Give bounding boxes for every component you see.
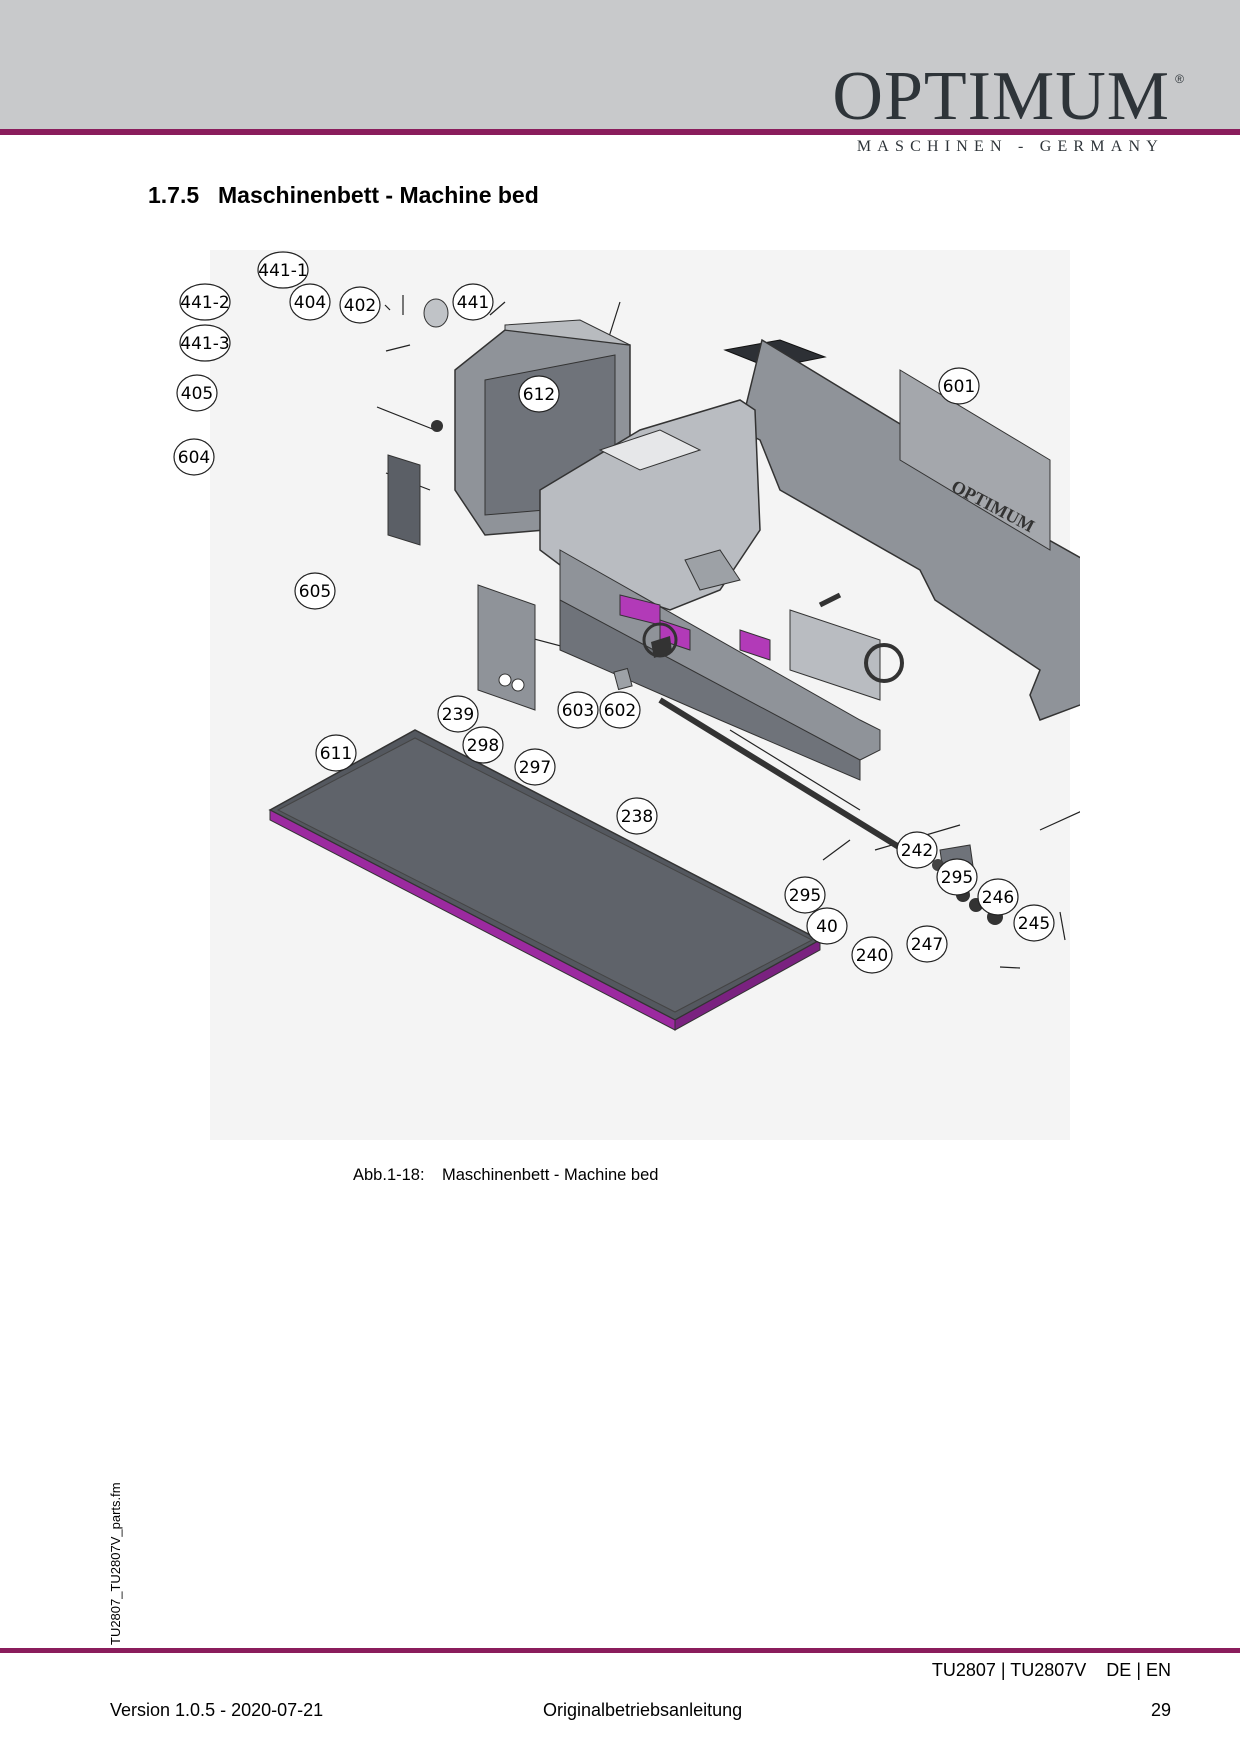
control-panel-605 (477, 584, 536, 711)
callout-238: 238 (616, 797, 658, 835)
section-title: Maschinenbett - Machine bed (218, 182, 539, 208)
lathe-body (539, 399, 904, 781)
callout-295: 295 (784, 876, 826, 914)
callout-441: 441 (452, 283, 494, 321)
callout-label: 245 (1018, 914, 1050, 934)
callout-612: 612 (518, 375, 560, 413)
callout-247: 247 (906, 925, 948, 963)
callout-298: 298 (462, 726, 504, 764)
callout-label: 246 (982, 888, 1014, 908)
callout-441-1: 441-1 (257, 251, 309, 289)
plate-604 (387, 454, 421, 546)
callout-605: 605 (294, 572, 336, 610)
callout-246: 246 (977, 878, 1019, 916)
callout-label: 242 (901, 841, 933, 861)
callout-611: 611 (315, 734, 357, 772)
side-filename: TU2807_TU2807V_parts.fm (108, 1482, 123, 1645)
figure-caption: Abb.1-18: Maschinenbett - Machine bed (353, 1166, 658, 1185)
callout-label: 405 (181, 384, 213, 404)
callout-402: 402 (339, 286, 381, 324)
callout-label: 247 (911, 935, 943, 955)
callout-405: 405 (176, 374, 218, 412)
callout-label: 239 (442, 705, 474, 725)
callout-label: 441-1 (258, 261, 307, 281)
callout-601: 601 (938, 367, 980, 405)
callout-label: 441-3 (180, 334, 229, 354)
footer-rule (0, 1648, 1240, 1653)
logo-wordmark: OPTIMUM (832, 58, 1170, 135)
callout-240: 240 (851, 936, 893, 974)
callout-295: 295 (936, 858, 978, 896)
knob (431, 420, 443, 432)
exploded-view-figure: OPTIMUM (160, 250, 1080, 1140)
caption-number: Abb.1-18: (353, 1166, 425, 1184)
callout-label: 297 (519, 758, 551, 778)
callout-label: 612 (523, 385, 555, 405)
footer-doc-title: Originalbetriebsanleitung (543, 1700, 743, 1720)
callout-layer: 441-1 441-2 404 402 441 441-3 405 604 612 601 605 2… (173, 251, 1055, 974)
cover-cap (423, 298, 449, 328)
optimum-logo: OPTIMUM ® MASCHINEN - GERMANY (800, 58, 1184, 162)
footer-version: Version 1.0.5 - 2020-07-21 (110, 1700, 324, 1720)
callout-603: 603 (557, 691, 599, 729)
callout-label: 602 (604, 701, 636, 721)
callout-label: 603 (562, 701, 594, 721)
bearing-239 (613, 667, 633, 691)
callout-239: 239 (437, 695, 479, 733)
section-number: 1.7.5 (148, 182, 200, 208)
callout-label: 238 (621, 807, 653, 827)
callout-label: 611 (320, 744, 352, 764)
callout-label: 295 (789, 886, 821, 906)
callout-label: 240 (856, 946, 888, 966)
header-rule (0, 129, 1240, 135)
registered-mark: ® (1175, 72, 1184, 86)
callout-label: 298 (467, 736, 499, 756)
callout-297: 297 (514, 748, 556, 786)
section-heading: 1.7.5 Maschinenbett - Machine bed (148, 182, 539, 209)
callout-602: 602 (599, 691, 641, 729)
callout-242: 242 (896, 831, 938, 869)
callout-label: 604 (178, 448, 210, 468)
logo-tagline: MASCHINEN - GERMANY (856, 138, 1164, 155)
lead-screw-238 (658, 697, 922, 863)
callout-441-3: 441-3 (179, 324, 231, 362)
callout-404: 404 (289, 283, 331, 321)
bracket-603 (651, 636, 672, 658)
callout-label: 441-2 (180, 293, 229, 313)
chip-guard: OPTIMUM (739, 338, 1080, 721)
callout-label: 402 (344, 296, 376, 316)
footer-page-number: 29 (1150, 1700, 1171, 1720)
exploded-view-drawing: OPTIMUM (173, 251, 1080, 1031)
callout-245: 245 (1013, 904, 1055, 942)
callout-label: 601 (943, 377, 975, 397)
callout-441-2: 441-2 (179, 283, 231, 321)
callout-label: 441 (457, 293, 489, 313)
header-band (0, 0, 1240, 131)
footer-model: TU2807 | TU2807V DE | EN (931, 1660, 1171, 1680)
callout-40: 40 (806, 907, 848, 945)
callout-604: 604 (173, 438, 215, 476)
callout-label: 40 (816, 917, 838, 937)
callout-label: 404 (294, 293, 326, 313)
callout-label: 605 (299, 582, 331, 602)
drip-tray-611 (268, 729, 822, 1031)
callout-label: 295 (941, 868, 973, 888)
caption-text: Maschinenbett - Machine bed (442, 1166, 659, 1184)
